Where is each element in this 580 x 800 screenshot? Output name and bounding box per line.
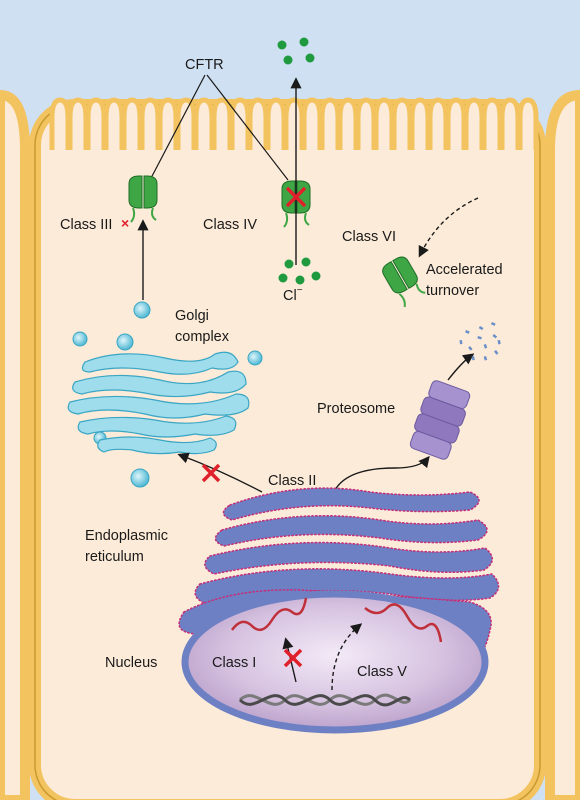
microvillus xyxy=(67,97,89,150)
dna-double-helix xyxy=(238,693,412,707)
nucleus xyxy=(181,590,489,734)
class-v-label: Class V xyxy=(357,664,407,680)
er-label-line2: reticulum xyxy=(85,549,144,565)
microvillus xyxy=(103,97,125,150)
peptide-fragment xyxy=(490,322,496,326)
class-ii-label: Class II xyxy=(268,473,316,489)
chloride-ions-intracellular xyxy=(278,257,321,285)
microvillus xyxy=(409,97,431,150)
golgi-label-line1: Golgi xyxy=(175,308,209,324)
peptide-fragment xyxy=(478,326,484,331)
cftr-channel-class-iii xyxy=(128,175,158,223)
microvillus xyxy=(283,97,305,150)
peptide-fragment xyxy=(492,333,498,339)
microvillus xyxy=(175,97,197,150)
left-neighbor-cell xyxy=(0,89,30,800)
microvillus xyxy=(121,97,143,150)
cftr-pointer-line xyxy=(149,74,206,181)
class-i-block-mark xyxy=(283,648,303,668)
microvilli xyxy=(49,97,539,150)
class-i-label: Class I xyxy=(212,655,256,671)
golgi-cisternae xyxy=(67,351,250,455)
microvillus xyxy=(193,97,215,150)
cftr-pointer-line xyxy=(206,74,289,181)
microvillus xyxy=(85,97,107,150)
right-neighbor-cell xyxy=(545,89,580,800)
cftr-channel-internalized xyxy=(382,256,426,308)
nucleus-label: Nucleus xyxy=(105,655,157,671)
microvillus xyxy=(481,97,503,150)
golgi-vesicles xyxy=(72,301,263,488)
peptide-fragment xyxy=(459,339,463,345)
proteosome xyxy=(409,380,471,460)
microvillus xyxy=(49,97,71,150)
er-to-golgi-arrow xyxy=(177,452,263,493)
er-to-proteosome-arrow xyxy=(334,455,430,491)
microvillus xyxy=(211,97,233,150)
microvillus xyxy=(301,97,323,150)
class-iv-block-mark xyxy=(285,186,307,208)
chloride-label: Cl− xyxy=(283,285,303,304)
golgi-label-line2: complex xyxy=(175,329,230,345)
class-vi-label: Class VI xyxy=(342,229,396,245)
peptide-fragment xyxy=(483,344,488,349)
reduced-transcription-arrow xyxy=(331,623,363,691)
class-vi-endocytosis-arrow xyxy=(418,197,479,258)
mrna-strand-class-i xyxy=(230,597,308,632)
microvillus xyxy=(391,97,413,150)
microvillus xyxy=(247,97,269,150)
microvillus xyxy=(517,97,539,150)
microvillus xyxy=(373,97,395,150)
microvillus xyxy=(355,97,377,150)
cftr-label: CFTR xyxy=(185,57,224,73)
cftr-channel-class-iv xyxy=(281,180,311,228)
er-label-line1: Endoplasmic xyxy=(85,528,168,544)
microvillus xyxy=(427,97,449,150)
class-iv-label: Class IV xyxy=(203,217,257,233)
microvillus xyxy=(337,97,359,150)
peptide-fragment xyxy=(471,356,475,361)
peptide-fragment xyxy=(477,336,482,340)
chloride-ions-extracellular xyxy=(277,37,315,65)
class-iii-block-mark: × xyxy=(121,215,129,231)
microvillus xyxy=(463,97,485,150)
microvillus xyxy=(265,97,287,150)
peptide-fragment xyxy=(465,330,470,334)
peptide-fragment xyxy=(483,356,488,361)
degradation-arrow xyxy=(447,353,475,381)
mrna-strand-class-v xyxy=(364,603,443,643)
peptide-fragment xyxy=(494,350,499,355)
class-iii-label: Class III xyxy=(60,217,112,233)
peptide-fragments xyxy=(459,322,501,361)
microvillus xyxy=(157,97,179,150)
peptide-fragment xyxy=(497,340,501,345)
accelerated-turnover-label-line1: Accelerated xyxy=(426,262,503,278)
microvillus xyxy=(445,97,467,150)
microvillus xyxy=(139,97,161,150)
microvillus xyxy=(319,97,341,150)
microvillus xyxy=(499,97,521,150)
peptide-fragment xyxy=(468,346,473,351)
proteosome-label: Proteosome xyxy=(317,401,395,417)
accelerated-turnover-label-line2: turnover xyxy=(426,283,479,299)
class-ii-block-mark xyxy=(201,463,221,483)
